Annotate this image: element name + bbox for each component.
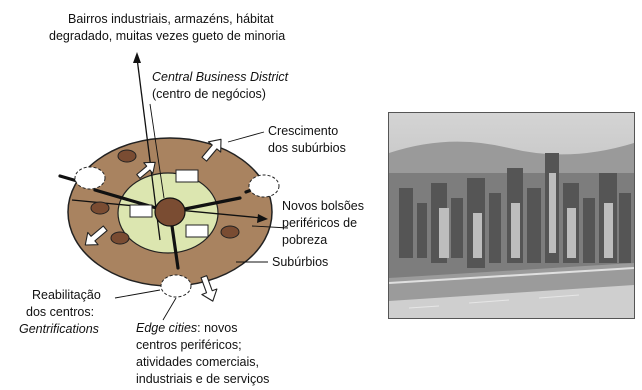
poverty-label-line1: Novos bolsões (282, 199, 364, 213)
rehab-label-line1: Reabilitação (32, 288, 101, 302)
urban-structure-diagram (58, 52, 289, 321)
ghetto-blobs (90, 149, 240, 245)
edge-label-line4: industriais e de serviços (136, 372, 270, 386)
top-label-line1: Bairros industriais, armazéns, hábitat (68, 12, 274, 26)
growth-label-line1: Crescimento (268, 124, 339, 138)
city-skyline-image (389, 113, 634, 318)
edge-label-line2: centros periféricos; (136, 338, 242, 352)
edge-label-line3: atividades comerciais, (136, 355, 259, 369)
edge-label-italic: Edge cities (136, 321, 198, 335)
poverty-label-line3: pobreza (282, 233, 328, 247)
city-aerial-photo (388, 112, 635, 319)
cbd-label-line1: Central Business District (152, 70, 289, 84)
leader-lines (114, 103, 289, 321)
cbd-label-line2: (centro de negócios) (152, 87, 266, 101)
rehab-label-line3: Gentrifications (19, 322, 99, 336)
hollow-arrows (84, 138, 222, 302)
top-label-line2: degradado, muitas vezes gueto de minoria (49, 29, 286, 43)
cbd-core (154, 197, 186, 227)
edge-city-clouds (74, 166, 280, 298)
poverty-label-line2: periféricos de (282, 216, 358, 230)
rehab-label-line2: dos centros: (26, 305, 95, 319)
edge-label-line1: Edge cities: novos (136, 321, 237, 336)
suburbs-label: Subúrbios (272, 255, 329, 269)
building-blocks (129, 169, 209, 238)
edge-label-rest: : novos (197, 321, 238, 335)
growth-label-line2: dos subúrbios (268, 141, 346, 155)
